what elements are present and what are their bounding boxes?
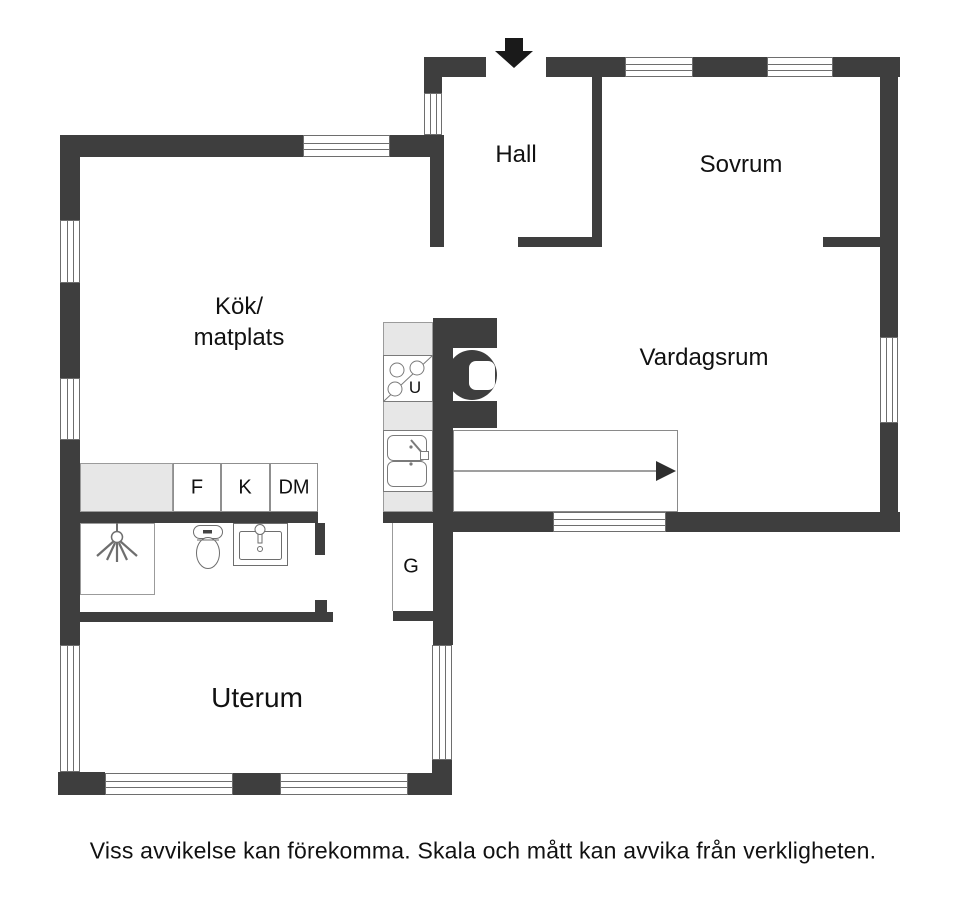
toilet-icon — [193, 525, 223, 569]
wall-segment — [518, 237, 602, 247]
bathroom-sink-icon — [233, 523, 288, 566]
room-label-sovrum: Sovrum — [699, 151, 783, 178]
window-pane-line — [106, 787, 232, 788]
wall-segment — [592, 77, 602, 247]
wall-segment — [430, 157, 444, 247]
wall-segment — [880, 77, 898, 337]
window — [625, 57, 693, 77]
appliance-box — [173, 463, 221, 512]
wall-segment — [833, 57, 900, 77]
fixture-label-dishwasher: DM — [278, 476, 310, 499]
room-label-hall: Hall — [495, 141, 537, 168]
window — [767, 57, 833, 77]
window-pane-line — [445, 646, 446, 759]
window-pane-line — [73, 646, 74, 771]
room-label-kok-line2: matplats — [193, 324, 285, 351]
window — [553, 512, 666, 532]
window-pane-line — [73, 221, 74, 282]
window — [424, 93, 442, 135]
wall-segment — [390, 135, 444, 157]
window-pane-line — [436, 94, 437, 134]
window-pane-line — [439, 646, 440, 759]
window-pane-line — [768, 64, 832, 65]
wall-segment — [432, 760, 452, 795]
wall-segment — [823, 237, 880, 247]
window-pane-line — [67, 379, 68, 439]
window-pane-line — [768, 70, 832, 71]
wall-segment — [424, 57, 486, 77]
wall-segment — [60, 157, 80, 220]
window-pane-line — [67, 646, 68, 771]
kitchen-counter — [80, 463, 173, 512]
fixture-label-freezer: K — [238, 476, 252, 499]
wall-segment — [315, 523, 325, 555]
wall-segment — [60, 612, 333, 622]
wall-segment — [546, 57, 625, 77]
entrance-arrow-icon — [495, 38, 533, 68]
fixture-label-oven: U — [408, 378, 422, 397]
staircase — [453, 430, 678, 512]
window — [60, 645, 80, 772]
window — [105, 773, 233, 795]
disclaimer-text: Viss avvikelse kan förekomma. Skala och … — [89, 837, 877, 864]
room-label-kok: Kök/ matplats — [194, 291, 285, 353]
appliance-box — [221, 463, 270, 512]
room-label-kok-line1: Kök/ — [214, 293, 264, 320]
kitchen-counter — [383, 322, 433, 512]
window-pane-line — [554, 525, 665, 526]
window-pane-line — [73, 379, 74, 439]
wall-segment — [78, 512, 318, 523]
appliance-box — [270, 463, 318, 512]
window — [280, 773, 408, 795]
wall-segment — [383, 512, 433, 523]
window — [303, 135, 390, 157]
window — [60, 378, 80, 440]
window-pane-line — [626, 70, 692, 71]
window-pane-line — [886, 338, 887, 422]
room-label-uterum: Uterum — [211, 682, 303, 713]
wall-segment — [424, 77, 442, 93]
wall-segment — [58, 772, 105, 795]
wall-segment — [315, 600, 327, 613]
wall-segment — [693, 57, 767, 77]
wall-segment — [60, 135, 303, 157]
wall-segment — [666, 512, 900, 532]
wall-segment — [393, 611, 433, 621]
window — [880, 337, 898, 423]
window-pane-line — [892, 338, 893, 422]
wall-segment — [60, 440, 80, 645]
window-pane-line — [106, 781, 232, 782]
window-pane-line — [304, 149, 389, 150]
wall-segment — [880, 423, 898, 532]
window-pane-line — [281, 781, 407, 782]
window — [432, 645, 452, 760]
fixture-label-fridge: F — [190, 476, 204, 499]
wall-segment — [433, 512, 553, 532]
window-pane-line — [67, 221, 68, 282]
shower-icon — [80, 523, 155, 595]
room-label-vardagsrum: Vardagsrum — [639, 344, 769, 371]
window-pane-line — [304, 143, 389, 144]
window-pane-line — [626, 64, 692, 65]
fixture-label-wardrobe: G — [403, 555, 419, 578]
fireplace-opening — [469, 361, 495, 390]
window — [60, 220, 80, 283]
wall-segment — [60, 283, 80, 378]
window-pane-line — [281, 787, 407, 788]
wall-segment — [233, 773, 280, 795]
window-pane-line — [554, 519, 665, 520]
window-pane-line — [430, 94, 431, 134]
